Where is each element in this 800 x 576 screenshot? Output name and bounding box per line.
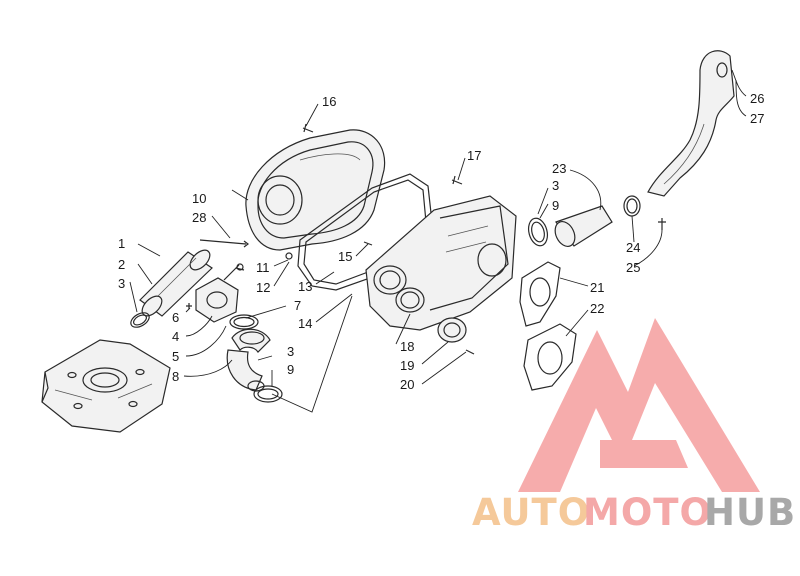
- callout-22: 22: [590, 301, 604, 316]
- callout-18: 18: [400, 339, 414, 354]
- callout-4: 4: [172, 329, 179, 344]
- hose-clamp-7: [229, 314, 259, 330]
- gasket-22: [523, 323, 577, 391]
- callout-28: 28: [192, 210, 206, 225]
- callout-9: 9: [287, 362, 294, 377]
- hose-clamp-2: [130, 312, 150, 328]
- callout-27: 27: [750, 111, 764, 126]
- callout-3: 3: [287, 344, 294, 359]
- screw-28: [199, 239, 249, 248]
- bolt-16: [302, 123, 314, 133]
- bolt-17: [451, 175, 463, 185]
- callout-6: 6: [172, 310, 179, 325]
- callout-10: 10: [192, 191, 206, 206]
- callout-19: 19: [400, 358, 414, 373]
- watermark-wordmark: AUTO MOTO HUB: [472, 491, 796, 534]
- bolt-20: [465, 349, 475, 355]
- elbow-duct-8: [226, 328, 271, 392]
- callout-1: 1: [118, 236, 125, 251]
- callout-8: 8: [172, 369, 179, 384]
- gasket-21: [519, 261, 561, 327]
- callout-26: 26: [750, 91, 764, 106]
- callout-16: 16: [322, 94, 336, 109]
- callout-13: 13: [298, 279, 312, 294]
- watermark-hub: HUB: [704, 491, 796, 534]
- callout-9: 9: [552, 198, 559, 213]
- callout-20: 20: [400, 377, 414, 392]
- callout-17: 17: [467, 148, 481, 163]
- watermark-logo-icon: [518, 318, 760, 492]
- leader-lines: [129, 69, 747, 413]
- hose-clamp-24: [623, 195, 641, 217]
- vent-tube-26: [647, 50, 735, 197]
- callout-labels: 1 2 3 3 3 4 5 6 7 8 9 9 10 11 12 13 14 1…: [118, 91, 764, 392]
- intake-base-plate: [41, 339, 171, 433]
- callout-24: 24: [626, 240, 640, 255]
- callout-23: 23: [552, 161, 566, 176]
- callout-14: 14: [298, 316, 312, 331]
- callout-2: 2: [118, 257, 125, 272]
- screw-6: [186, 303, 192, 309]
- callout-7: 7: [294, 298, 301, 313]
- cvt-inner-housing: [365, 195, 517, 331]
- throttle-body-4: [195, 263, 245, 323]
- callout-12: 12: [256, 280, 270, 295]
- outlet-duct-23: [554, 205, 613, 247]
- callout-3: 3: [552, 178, 559, 193]
- intake-duct-1: [139, 249, 213, 317]
- bearing-plate-19: [437, 317, 467, 343]
- hose-clamp-9-lower: [253, 385, 283, 403]
- callout-15: 15: [338, 249, 352, 264]
- callout-11: 11: [256, 260, 270, 275]
- washer-11-12: [285, 252, 293, 260]
- bolt-15: [363, 241, 373, 246]
- hose-clamp-9-right: [527, 217, 549, 247]
- callout-3: 3: [118, 276, 125, 291]
- watermark-auto: AUTO: [472, 491, 590, 534]
- callout-5: 5: [172, 349, 179, 364]
- watermark-moto: MOTO: [583, 491, 712, 534]
- callout-25: 25: [626, 260, 640, 275]
- screw-25: [658, 218, 666, 230]
- cvt-outer-cover-10: [245, 129, 386, 251]
- callout-21: 21: [590, 280, 604, 295]
